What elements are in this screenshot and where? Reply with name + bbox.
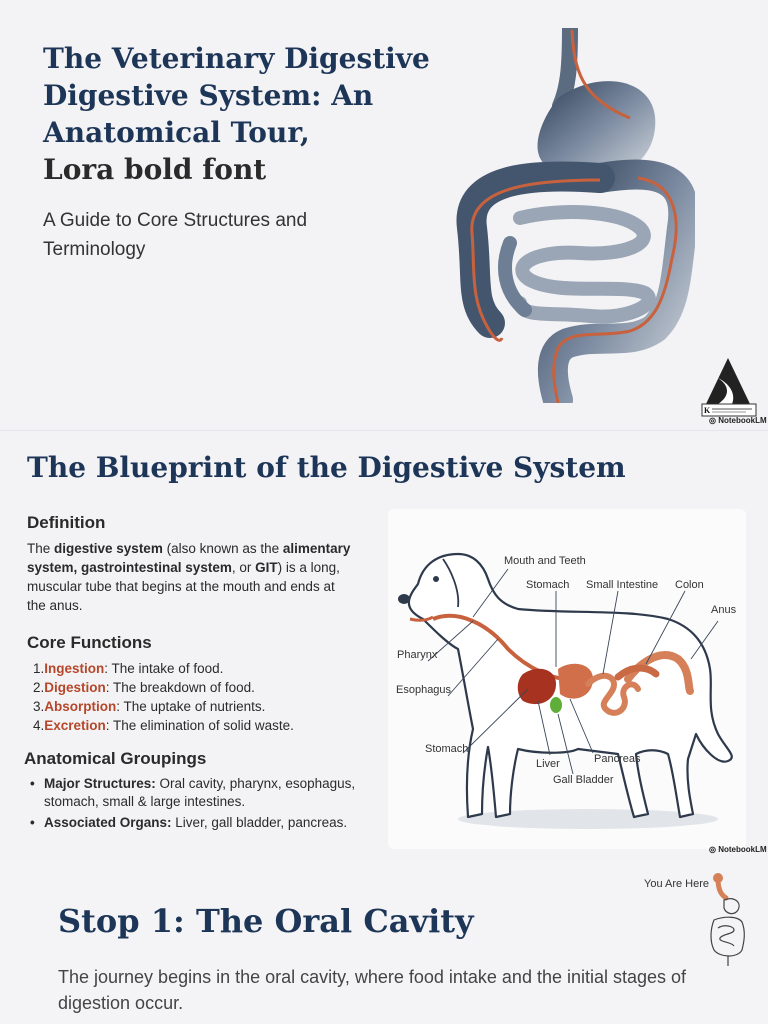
dog-anatomy-illustration: Mouth and Teeth Stomach Small Intestine …: [396, 552, 737, 829]
digestive-tract-illustration: [456, 28, 695, 403]
list-item: 3.Absorption: The uptake of nutrients.: [33, 697, 373, 716]
item-term: Excretion: [44, 718, 106, 733]
stop-description: The journey begins in the oral cavity, w…: [58, 967, 687, 1013]
notebooklm-watermark: ◎ NotebookLM: [709, 845, 767, 854]
page-title: The Veterinary Digestive Digestive Syste…: [43, 40, 463, 188]
label-small-intestine: Small Intestine: [586, 579, 658, 591]
item-term: Associated Organs:: [44, 815, 172, 830]
item-desc: : The elimination of solid waste.: [105, 718, 294, 733]
title-line-4: Lora bold font: [43, 153, 267, 186]
label-pharynx: Pharynx: [397, 649, 438, 661]
label-stomach-top: Stomach: [526, 579, 569, 591]
title-line-2: Digestive System: An: [43, 79, 374, 112]
list-item: 2.Digestion: The breakdown of food.: [33, 678, 373, 697]
label-liver: Liver: [536, 758, 560, 770]
mini-digestive-icon: [710, 873, 745, 966]
item-term: Absorption: [44, 699, 117, 714]
groupings-list: Major Structures: Oral cavity, pharynx, …: [30, 775, 380, 835]
list-item: Major Structures: Oral cavity, pharynx, …: [30, 775, 380, 811]
item-desc: : The breakdown of food.: [105, 680, 255, 695]
stop1-slide: You Are Here Stop 1: The Oral Cavity The…: [0, 860, 768, 1024]
hero-slide: The Veterinary Digestive Digestive Syste…: [0, 0, 768, 430]
term-digestive-system: digestive system: [54, 541, 163, 556]
item-desc: Liver, gall bladder, pancreas.: [171, 815, 348, 830]
item-term: Major Structures:: [44, 776, 156, 791]
item-number: 2.: [33, 680, 45, 695]
notebooklm-watermark: ◎ NotebookLM: [709, 416, 767, 425]
list-item: Associated Organs: Liver, gall bladder, …: [30, 814, 380, 832]
label-colon: Colon: [675, 579, 704, 591]
you-are-here-label: You Are Here: [644, 878, 710, 890]
title-line-3: Anatomical Tour,: [43, 116, 310, 149]
title-line-1: The Veterinary Digestive: [43, 42, 430, 75]
label-gall-bladder: Gall Bladder: [553, 774, 614, 786]
item-desc: : The uptake of nutrients.: [116, 699, 266, 714]
item-number: 1.: [33, 661, 45, 676]
item-desc: Oral cavity, pharynx, esophagus, stomach…: [44, 776, 356, 809]
core-functions-list: 1.Ingestion: The intake of food. 2.Diges…: [33, 659, 373, 735]
term-alimentary: alimentary system, gastrointestinal syst…: [27, 541, 351, 575]
stop-title: Stop 1: The Oral Cavity: [58, 902, 474, 940]
page-subtitle: A Guide to Core Structures and Terminolo…: [43, 210, 308, 260]
label-pancreas: Pancreas: [594, 753, 641, 765]
term-git: GIT: [255, 560, 278, 575]
label-stomach-low: Stomach: [425, 743, 468, 755]
item-number: 4.: [33, 718, 45, 733]
text-span: The: [27, 541, 55, 556]
dog-diagram-panel: Mouth and Teeth Stomach Small Intestine …: [388, 509, 746, 849]
blueprint-slide: The Blueprint of the Digestive System De…: [0, 430, 768, 860]
svg-text:K: K: [704, 406, 711, 415]
label-mouth-teeth: Mouth and Teeth: [504, 555, 586, 567]
text-span: (also known as the: [162, 541, 283, 556]
label-esophagus: Esophagus: [396, 684, 452, 696]
list-item: 4.Excretion: The elimination of solid wa…: [33, 716, 373, 735]
notebooklm-logo-icon: ◎: [709, 416, 719, 425]
definition-text: The digestive system (also known as the …: [27, 539, 357, 615]
item-term: Digestion: [44, 680, 106, 695]
university-logo: K: [701, 358, 757, 417]
core-functions-heading: Core Functions: [27, 633, 152, 652]
item-number: 3.: [33, 699, 45, 714]
notebooklm-logo-icon: ◎: [709, 845, 719, 854]
label-anus: Anus: [711, 604, 737, 616]
groupings-heading: Anatomical Groupings: [24, 749, 207, 768]
definition-heading: Definition: [27, 513, 106, 532]
watermark-text: NotebookLM: [718, 845, 767, 854]
text-span: ) is a long, muscular tube that begins a…: [27, 560, 340, 613]
item-desc: : The intake of food.: [104, 661, 224, 676]
watermark-text: NotebookLM: [718, 416, 767, 425]
item-term: Ingestion: [44, 661, 105, 676]
text-span: , or: [231, 560, 256, 575]
list-item: 1.Ingestion: The intake of food.: [33, 659, 373, 678]
section-title: The Blueprint of the Digestive System: [27, 451, 626, 484]
